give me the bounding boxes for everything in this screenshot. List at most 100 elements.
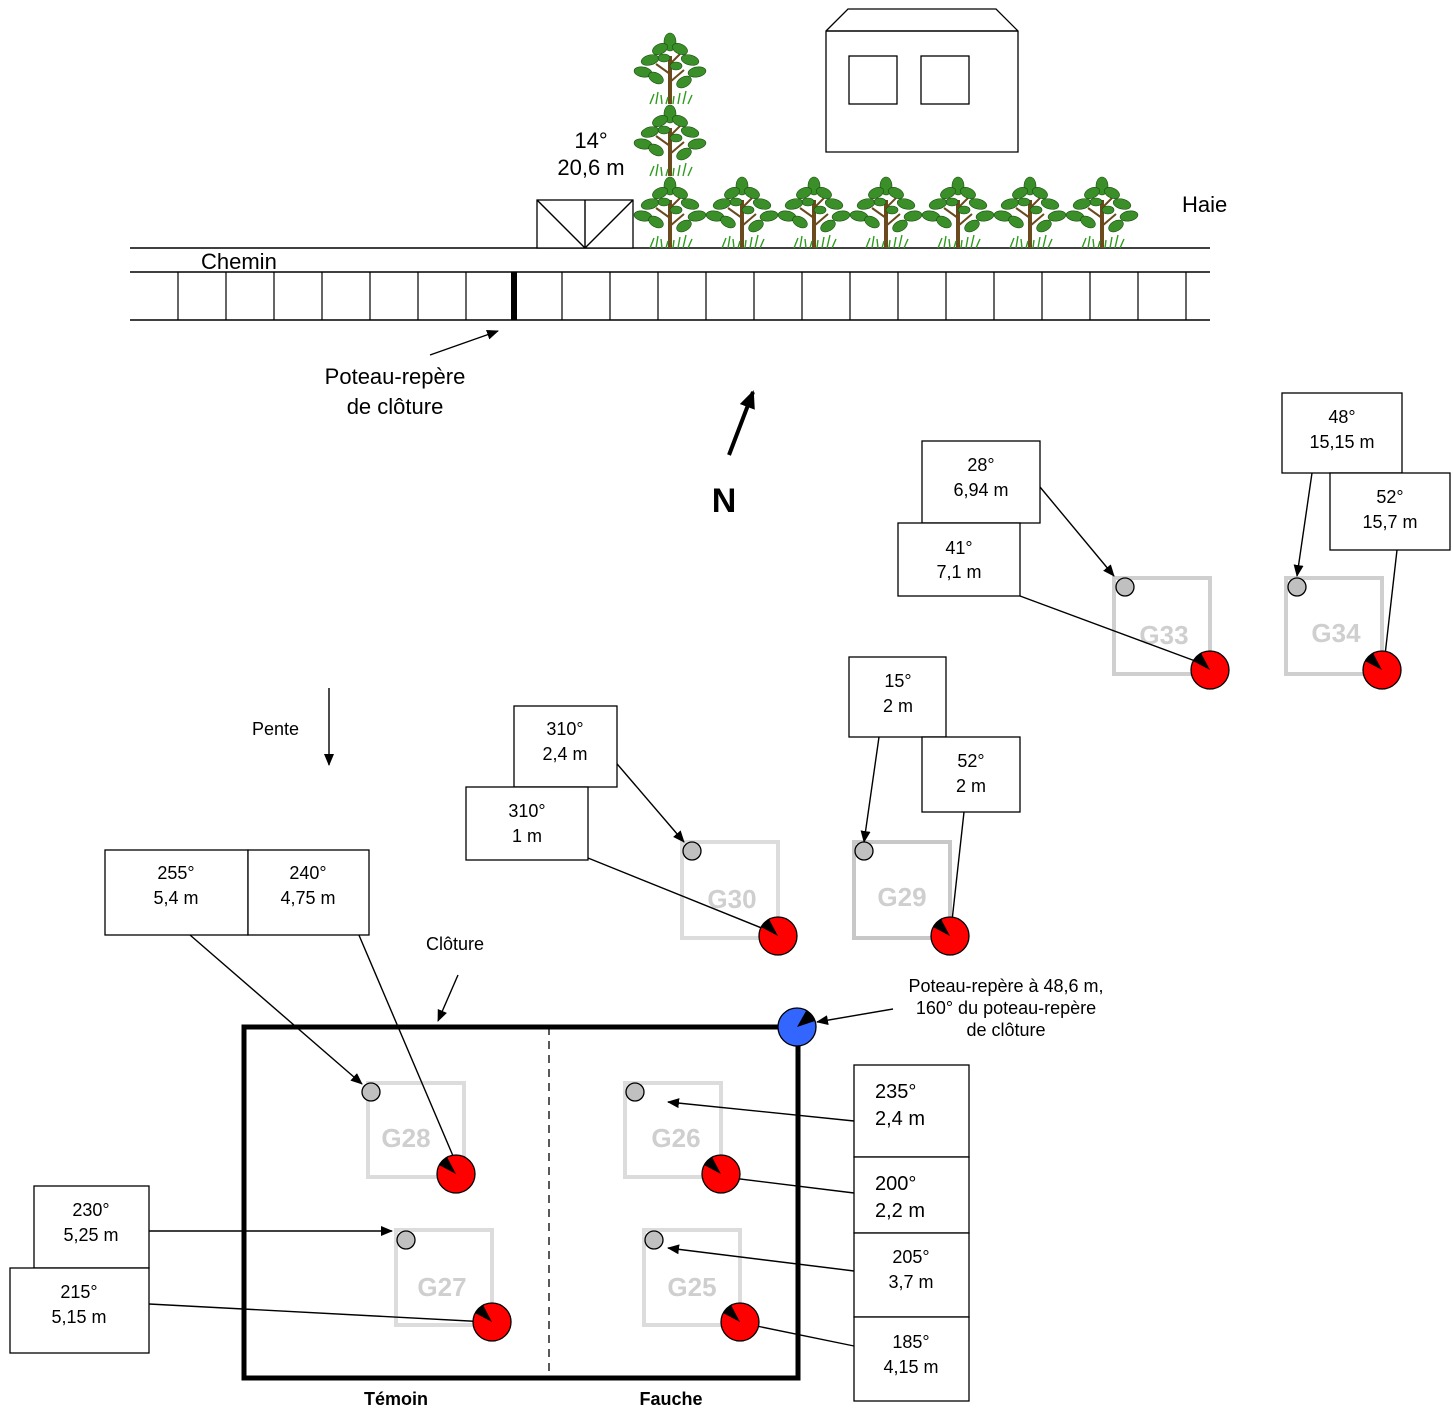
tree-icon (920, 176, 996, 249)
angle: 310° (546, 719, 583, 739)
angle: 15° (884, 671, 911, 691)
measurement-box-g25-red: 185° 4,15 m (853, 1316, 970, 1402)
corner-post-pointer (816, 1008, 894, 1026)
grey-corner-marker (1115, 577, 1135, 597)
angle: 240° (289, 863, 326, 883)
distance: 2,2 m (875, 1200, 925, 1222)
angle: 52° (1376, 487, 1403, 507)
grey-corner-marker (644, 1230, 664, 1250)
fence-post-pointer (429, 329, 499, 356)
fence-post-label-line1: Poteau-repère (325, 364, 466, 389)
gate-distance: 20,6 m (557, 155, 624, 180)
distance: 2 m (883, 696, 913, 716)
leader-lines (148, 472, 1398, 1347)
plot-label: G34 (1311, 618, 1361, 648)
plot-label: G29 (877, 882, 926, 912)
distance: 7,1 m (936, 562, 981, 582)
angle: 230° (72, 1200, 109, 1220)
grey-corner-marker (361, 1082, 381, 1102)
plot-label: G26 (651, 1123, 700, 1153)
corner-post-label-line2: 160° du poteau-repère (916, 998, 1096, 1018)
plot-g26: G26 (623, 1081, 723, 1179)
plot-g34: G34 (1284, 576, 1384, 676)
plot-g29: G29 (852, 840, 952, 940)
tree-icon (992, 176, 1068, 249)
gate-angle: 14° (574, 128, 607, 153)
angle: 310° (508, 801, 545, 821)
angle: 48° (1328, 407, 1355, 427)
path-label: Chemin (201, 249, 277, 274)
measurement-box-g30-red: 310° 1 m (465, 786, 589, 861)
north-arrow-icon (727, 390, 755, 456)
fence-posts (177, 272, 1187, 320)
plot-g33: G33 (1112, 576, 1212, 676)
measurement-box-g27-red: 215° 5,15 m (9, 1267, 150, 1354)
plot-g27: G27 (394, 1228, 494, 1327)
angle: 185° (892, 1332, 929, 1352)
corner-post-label-line3: de clôture (966, 1020, 1045, 1040)
distance: 15,7 m (1362, 512, 1417, 532)
plot-label: G28 (381, 1123, 430, 1153)
plot-label: G33 (1139, 620, 1188, 650)
plot-g25: G25 (642, 1228, 742, 1327)
slope-label: Pente (252, 719, 299, 739)
enclosure-pointer (437, 974, 459, 1022)
house-icon (825, 8, 1019, 153)
angle: 215° (60, 1282, 97, 1302)
distance: 3,7 m (888, 1272, 933, 1292)
plot-label: G27 (417, 1272, 466, 1302)
distance: 1 m (512, 826, 542, 846)
plot-g30: G30 (680, 840, 780, 940)
red-corner-marker (701, 1154, 741, 1194)
distance: 2,4 m (542, 744, 587, 764)
distance: 5,4 m (153, 888, 198, 908)
tree-icon (632, 32, 708, 105)
tree-icon (704, 176, 780, 249)
grey-markers (361, 577, 1307, 1250)
distance: 4,15 m (883, 1357, 938, 1377)
enclosure (241, 1024, 801, 1381)
marker-wedge (797, 1011, 815, 1027)
tree-icon (776, 176, 852, 249)
angle: 205° (892, 1247, 929, 1267)
angle: 41° (945, 538, 972, 558)
measurement-box-g29-grey: 15° 2 m (848, 656, 947, 738)
red-corner-marker (720, 1302, 760, 1342)
enclosure-label: Clôture (426, 934, 484, 954)
gate (536, 199, 634, 249)
plot-label: G25 (667, 1272, 716, 1302)
distance: 6,94 m (953, 480, 1008, 500)
grey-corner-marker (682, 841, 702, 861)
measurement-box-g34-grey: 48° 15,15 m (1281, 392, 1403, 474)
tree-icon (1064, 176, 1140, 249)
tree-icon (632, 176, 708, 249)
angle: 52° (957, 751, 984, 771)
angle: 28° (967, 455, 994, 475)
angle: 200° (875, 1173, 916, 1195)
red-corner-marker (1362, 650, 1402, 690)
red-corner-marker (436, 1154, 476, 1194)
angle: 235° (875, 1081, 916, 1103)
red-corner-marker (758, 916, 798, 956)
measurement-boxes: 28° 6,94 m 41° 7,1 m 48° 15,15 m 52° 15,… (9, 392, 1451, 1402)
measurement-box-g34-red: 52° 15,7 m (1329, 472, 1451, 551)
measurement-box-g27-grey: 230° 5,25 m (33, 1185, 150, 1269)
measurement-box-g25-grey: 205° 3,7 m (853, 1232, 970, 1318)
distance: 2,4 m (875, 1108, 925, 1130)
red-markers (436, 650, 1402, 1342)
measurement-box-g26-red: 200° 2,2 m (853, 1156, 970, 1234)
grey-corner-marker (1287, 577, 1307, 597)
measurement-box-g26-grey: 235° 2,4 m (853, 1064, 970, 1158)
distance: 5,25 m (63, 1225, 118, 1245)
tree-icon (848, 176, 924, 249)
control-treatment-label: Témoin (364, 1389, 428, 1409)
corner-post-label-line1: Poteau-repère à 48,6 m, (908, 976, 1103, 996)
distance: 4,75 m (280, 888, 335, 908)
north-label: N (712, 482, 737, 520)
distance: 5,15 m (51, 1307, 106, 1327)
measurement-box-g28-grey: 255° 5,4 m (104, 849, 249, 936)
red-corner-marker (1190, 650, 1230, 690)
distance: 15,15 m (1309, 432, 1374, 452)
measurement-box-g30-grey: 310° 2,4 m (513, 705, 618, 788)
